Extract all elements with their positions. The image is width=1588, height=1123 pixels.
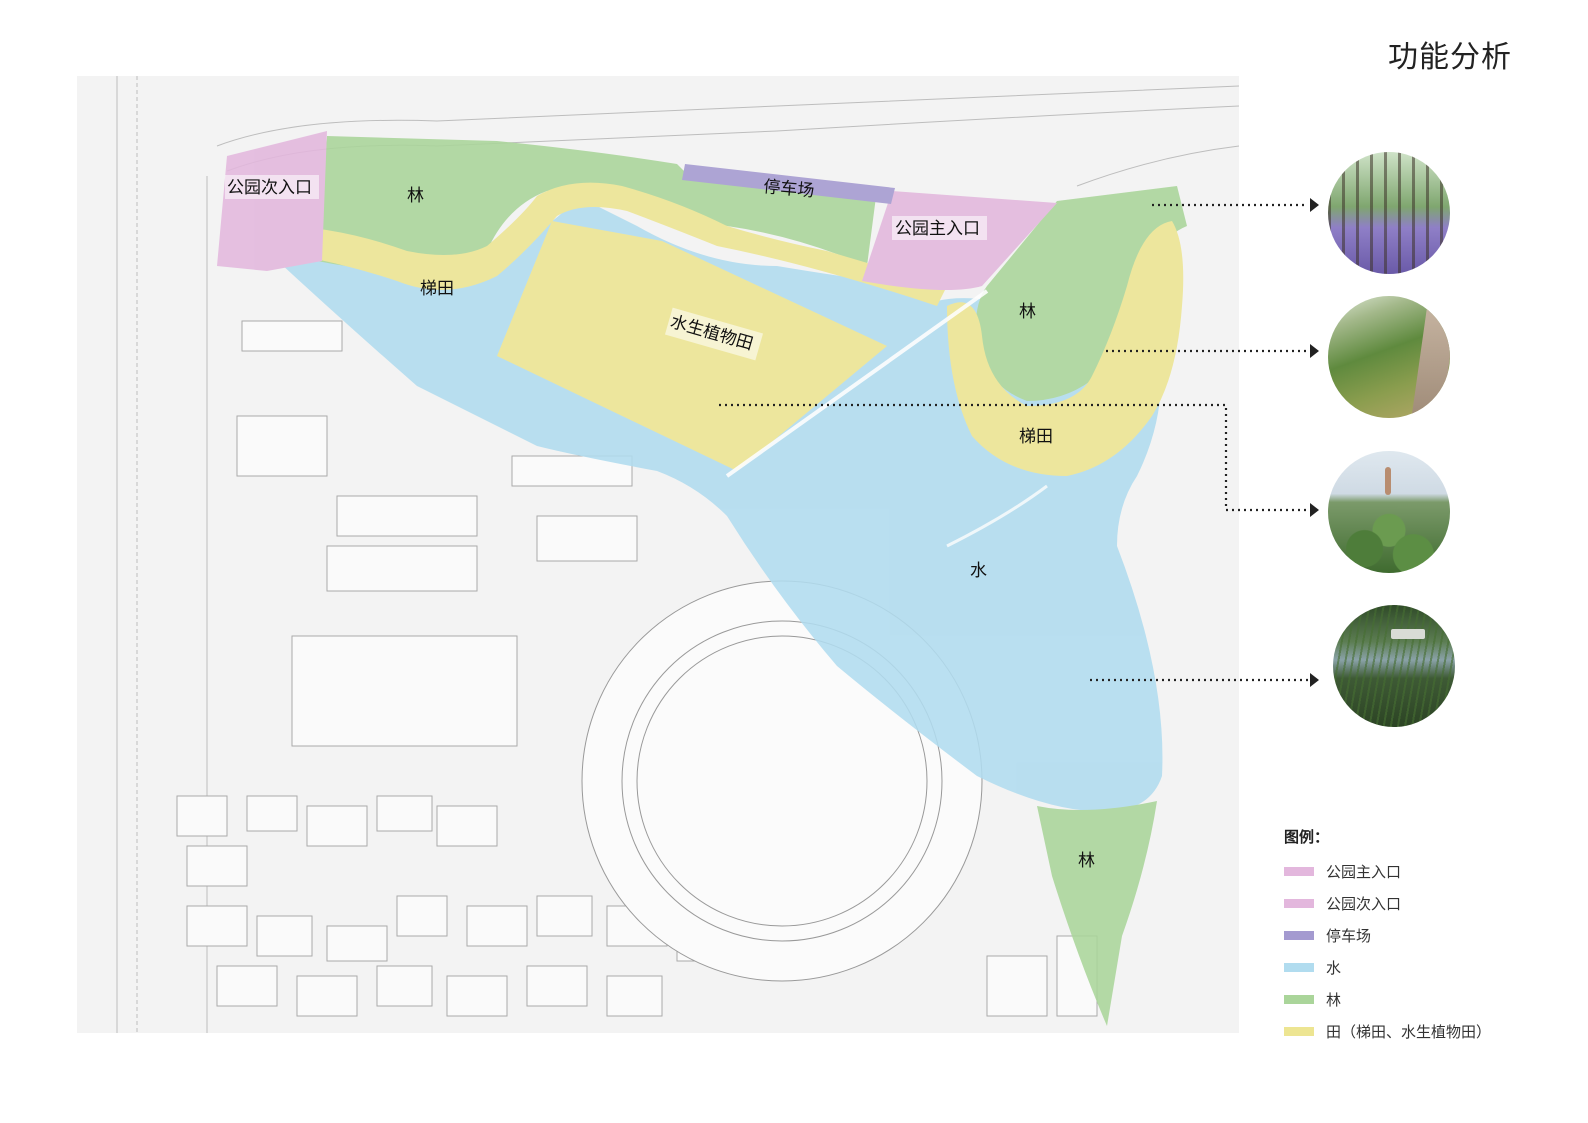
legend-label: 停车场	[1326, 926, 1372, 945]
legend-label: 田（梯田、水生植物田）	[1326, 1022, 1492, 1041]
zone-forest-ne-shape	[975, 186, 1187, 401]
leader-aquatic-field	[719, 403, 1308, 512]
arrow-head-icon	[1310, 198, 1319, 212]
label-parking: 停车场	[763, 177, 816, 201]
terrace-photo	[1328, 296, 1450, 418]
legend-item-forest: 林	[1284, 983, 1491, 1015]
water-photo	[1333, 605, 1455, 727]
zone-parking-shape	[682, 164, 895, 204]
zone-terrace-west-shape	[272, 182, 947, 306]
legend-swatch	[1284, 930, 1314, 940]
zone-terrace-east-shape	[947, 221, 1184, 476]
legend-title: 图例：	[1284, 828, 1330, 846]
zone-forest-south-shape	[1037, 801, 1157, 1026]
legend-label: 水	[1326, 958, 1342, 977]
label-forest-south: 林	[1078, 851, 1095, 871]
label-terrace-east: 梯田	[1019, 427, 1053, 447]
base-buildings	[176, 320, 1098, 1017]
legend-item-field: 田（梯田、水生植物田）	[1284, 1015, 1491, 1047]
label-secondary-entrance: 公园次入口	[227, 178, 312, 198]
legend-item-secondary-entrance: 公园次入口	[1284, 887, 1491, 919]
zone-main-entrance-shape	[862, 191, 1057, 290]
aquatic-field-photo	[1328, 451, 1450, 573]
zone-labels: 公园次入口 林 停车场 公园主入口 梯田 水生植物田 林 梯田 水 林	[225, 175, 1095, 871]
arrow-head-icon	[1310, 503, 1319, 517]
legend-item-water: 水	[1284, 951, 1491, 983]
arrow-head-icon	[1310, 673, 1319, 687]
site-plan-svg: 公园次入口 林 停车场 公园主入口 梯田 水生植物田 林 梯田 水 林	[116, 76, 1239, 1033]
forest-photo	[1328, 152, 1450, 274]
legend-swatch	[1284, 866, 1314, 876]
legend-item-parking: 停车场	[1284, 919, 1491, 951]
zone-aquatic-field-shape	[497, 221, 887, 471]
arrow-head-icon	[1310, 344, 1319, 358]
label-water: 水	[970, 561, 987, 581]
label-main-entrance: 公园主入口	[895, 219, 980, 239]
functional-zones	[217, 131, 1187, 1026]
legend-swatch	[1284, 1026, 1314, 1036]
label-forest-ne: 林	[1019, 302, 1036, 322]
site-plan-map: 公园次入口 林 停车场 公园主入口 梯田 水生植物田 林 梯田 水 林	[77, 76, 1239, 1033]
zone-forest-nw-shape	[317, 136, 877, 271]
legend-label: 公园主入口	[1326, 862, 1402, 881]
legend-label: 林	[1326, 990, 1342, 1009]
zone-secondary-entrance-shape	[217, 131, 327, 271]
legend-swatch	[1284, 898, 1314, 908]
legend: 图例： 公园主入口 公园次入口 停车场 水 林 田（梯田、水生植物田）	[1284, 826, 1491, 1047]
label-forest-nw: 林	[407, 186, 424, 206]
legend-label: 公园次入口	[1326, 894, 1402, 913]
page-title: 功能分析	[1388, 40, 1512, 75]
legend-item-main-entrance: 公园主入口	[1284, 855, 1491, 887]
zone-water-shape	[267, 196, 1163, 812]
legend-swatch	[1284, 994, 1314, 1004]
legend-swatch	[1284, 962, 1314, 972]
label-terrace-west: 梯田	[420, 279, 454, 299]
